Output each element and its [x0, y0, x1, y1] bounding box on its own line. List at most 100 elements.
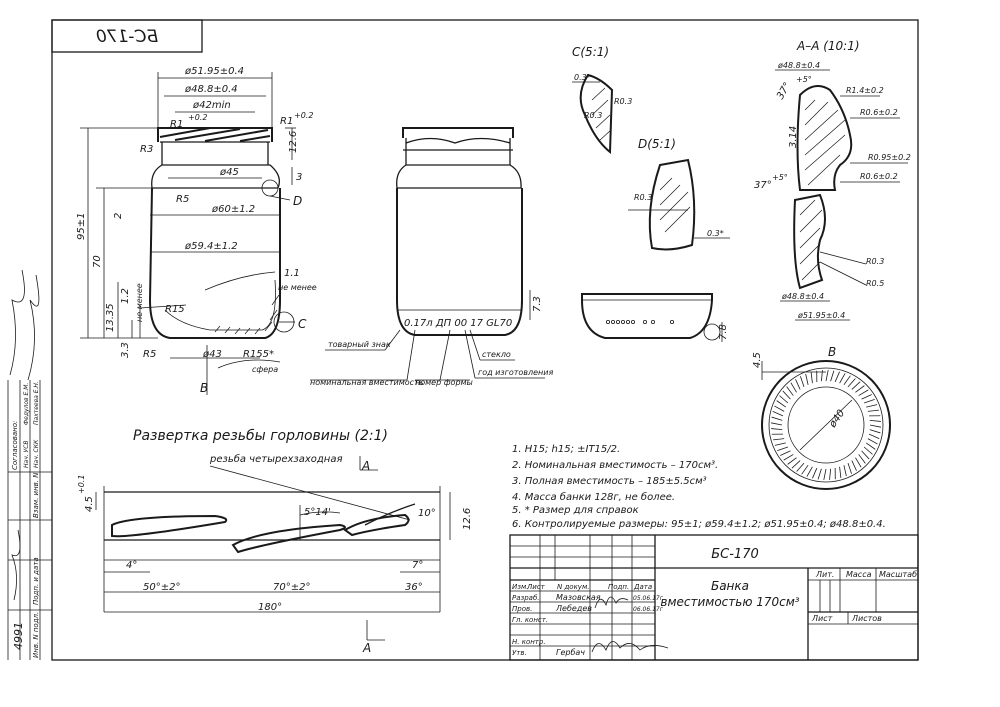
dim-d-top: ø51.95±0.4: [184, 66, 244, 77]
ring-rib: [825, 369, 829, 382]
aa-r0-95: R0.95±0.2: [868, 153, 911, 162]
aa-r0-3: R0.3: [866, 257, 884, 266]
dim-d60: ø60±1.2: [211, 204, 255, 215]
ring-rib: [855, 385, 865, 393]
dim-r5-base: R5: [143, 349, 156, 360]
tb-h-doc: N докум.: [557, 583, 589, 591]
ring-rib: [869, 420, 881, 422]
tb-lit: Лит.: [815, 570, 834, 579]
tb-name-2: вместимостью 170см³: [660, 595, 799, 609]
detail-d-d03: 0.3*: [707, 229, 724, 238]
left-margin: Согласовано: Федулов Е.М. Пахтеева Е.Н. …: [7, 269, 52, 660]
dim-h3-3: 3.3: [120, 342, 131, 358]
jar-body: [148, 187, 281, 339]
note-2: 2. Номинальная вместимость – 170см³.: [512, 460, 718, 471]
dim-h3: 3: [296, 172, 302, 183]
tb-r1-role: Разраб.: [512, 594, 540, 602]
thread-dev-ang50: 50°±2°: [143, 582, 180, 593]
margin-signature-1: [9, 269, 25, 376]
aa-ang-bot: 37°: [754, 180, 772, 191]
thread-dev-ang7: 7°: [412, 560, 423, 571]
ring-rib: [783, 454, 794, 461]
tb-h-sign: Подп.: [608, 583, 629, 591]
ring-rib: [855, 457, 862, 468]
note-3: 3. Полная вместимость – 185±5.5см³: [512, 476, 707, 487]
dim-d-thread: ø48.8±0.4: [184, 84, 238, 95]
dim-h1-1: 1.1: [284, 268, 300, 279]
middle-view: 0.17л ДП 00 17 GL70 7.3: [310, 127, 545, 381]
ring-rib: [771, 428, 783, 430]
ring-rib: [796, 462, 805, 472]
margin-signature-3: [11, 529, 21, 601]
view-b: B 4.5 ø40: [752, 345, 891, 490]
ring-rib: [774, 442, 786, 446]
ring-rib: [812, 467, 818, 479]
ring-rib: [776, 400, 787, 408]
signature-2: [591, 641, 669, 653]
ring-rib: [795, 379, 801, 390]
dim-h1-2: 1.2: [120, 288, 131, 304]
note-1: 1. H15; h15; ±IT15/2.: [512, 444, 620, 455]
aa-h3-14: 3.14: [788, 126, 799, 148]
tb-r1-name: Мазовская: [556, 593, 601, 602]
margin-inv-sub: Взам. инв. N: [32, 472, 40, 518]
detail-c-title: C(5:1): [572, 45, 609, 59]
ring-rib: [847, 462, 852, 474]
thread-dev-ang70: 70°±2°: [273, 582, 310, 593]
signature-1: [594, 596, 629, 609]
dim-r5-shoulder: R5: [176, 194, 189, 205]
thread-dev-h4-5: 4.5: [84, 496, 95, 512]
ring-rib: [782, 390, 791, 400]
aa-r0-5: R0.5: [866, 279, 884, 288]
ring-rib: [780, 450, 791, 456]
aa-r0-6: R0.6±0.2: [860, 108, 898, 117]
thread-development: Развертка резьбы горловины (2:1) резьба …: [77, 428, 473, 655]
thread-dev-ang180: 180°: [258, 602, 282, 613]
detail-c-r03: R0.3: [614, 97, 632, 106]
ring-rib: [858, 454, 866, 464]
ring-rib: [865, 442, 876, 450]
thread-dev-label-a2: A: [362, 641, 371, 655]
dim-r155: R155*: [243, 349, 274, 360]
tb-r2-name: Лебедев: [555, 604, 592, 613]
aa-r0-6b: R0.6±0.2: [860, 172, 898, 181]
thread-dev-label-a: A: [361, 459, 370, 473]
ring-rib: [861, 394, 872, 400]
ring-rib: [829, 468, 831, 480]
tb-r2-role: Пров.: [512, 605, 532, 613]
aa-d-thread: ø48.8±0.4: [777, 61, 820, 70]
aa-d-thread-b: ø48.8±0.4: [781, 292, 824, 301]
tb-h-sheet: Лист: [526, 583, 546, 591]
dim-d43: ø43: [202, 349, 222, 360]
margin-r2: Пахтеева Е.Н.: [33, 381, 40, 425]
dim-not-less-v: не менее: [135, 283, 144, 322]
label-nominal-capacity: номинальная вместимость: [310, 378, 424, 387]
tb-r5-role: Н. контр.: [512, 638, 546, 646]
detail-d: D(5:1) R0.3 0.3*: [628, 137, 730, 251]
dim-d59: ø59.4±1.2: [184, 241, 238, 252]
label-mold-number: номер формы: [415, 378, 473, 387]
ring-rib: [810, 372, 813, 384]
ring-rib: [868, 433, 880, 439]
note-4: 4. Масса банки 128г, не более.: [512, 491, 675, 503]
thread-dev-h4-5-tol: +0.1: [77, 475, 86, 494]
aa-ang-top: 37°: [775, 81, 793, 102]
margin-inv-num: 4991: [12, 622, 25, 650]
ring-rib: [843, 375, 851, 386]
ring-rib: [770, 422, 783, 426]
ring-rib: [800, 376, 805, 388]
ring-rib: [791, 460, 801, 469]
dim-not-less: не менее: [278, 283, 317, 292]
middle-view-labels: товарный знак номинальная вместимость но…: [310, 340, 553, 387]
dim-h70: 70: [92, 255, 103, 268]
ring-rib: [834, 371, 840, 383]
margin-sign-date: Подп. и дата: [32, 557, 40, 605]
detail-c: C(5:1) 0.3* R0.3 R0.3: [572, 45, 632, 155]
aa-d-top: ø51.95±0.4: [797, 311, 845, 320]
dim-r3: R3: [140, 144, 153, 155]
tb-r6-role: Утв.: [512, 649, 527, 657]
dim-r1: R1: [170, 119, 183, 130]
stamp-code: БС-170: [96, 27, 158, 47]
jar-neck-rim: [157, 127, 273, 142]
margin-signature-2: [27, 274, 40, 381]
